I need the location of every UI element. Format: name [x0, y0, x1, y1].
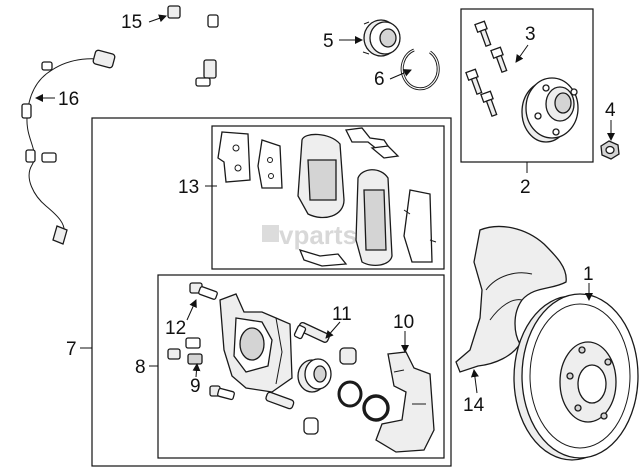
brake-caliper — [219, 293, 293, 393]
callout-4: 4 — [605, 100, 616, 121]
abs-sensor-harness — [21, 49, 116, 245]
leader-lines — [35, 14, 615, 394]
brake-pad-kit-box — [211, 125, 445, 270]
callout-14: 14 — [463, 395, 485, 416]
hub-nut — [600, 140, 620, 160]
brake-pad-kit — [217, 127, 437, 267]
caliper-bracket — [375, 351, 435, 453]
callout-2: 2 — [520, 177, 531, 198]
callout-5: 5 — [323, 31, 334, 52]
guide-pin-lower — [265, 391, 319, 435]
callout-13: 13 — [178, 177, 199, 198]
callout-11: 11 — [332, 304, 352, 325]
callout-12: 12 — [165, 318, 186, 339]
brake-rotor — [513, 293, 639, 461]
callout-8: 8 — [135, 357, 146, 378]
callout-16: 16 — [58, 89, 79, 110]
piston-seal — [337, 380, 363, 408]
callout-6: 6 — [374, 69, 385, 90]
callout-7: 7 — [66, 339, 77, 360]
wheel-bearing — [362, 19, 401, 57]
caliper-piston — [297, 358, 332, 393]
guide-bolt-small — [167, 337, 203, 365]
callout-15: 15 — [121, 12, 142, 33]
callout-10: 10 — [393, 312, 414, 333]
dust-boot — [362, 394, 390, 422]
guide-boot — [339, 347, 357, 365]
caliper-assembly-box — [91, 117, 452, 467]
wheel-hub — [521, 77, 579, 143]
caliper-bolt-lower — [209, 385, 235, 401]
callout-9: 9 — [190, 376, 201, 397]
brake-dust-shield — [455, 225, 567, 373]
snap-ring — [400, 48, 440, 91]
bleeder-screw — [189, 282, 218, 300]
watermark-logo: vparts — [262, 220, 357, 250]
brake-hose — [167, 5, 234, 87]
watermark-text: vparts — [279, 220, 357, 250]
callout-3: 3 — [525, 24, 536, 45]
callout-1: 1 — [583, 264, 594, 285]
guide-pin — [293, 321, 330, 343]
hub-bolts — [465, 20, 508, 118]
